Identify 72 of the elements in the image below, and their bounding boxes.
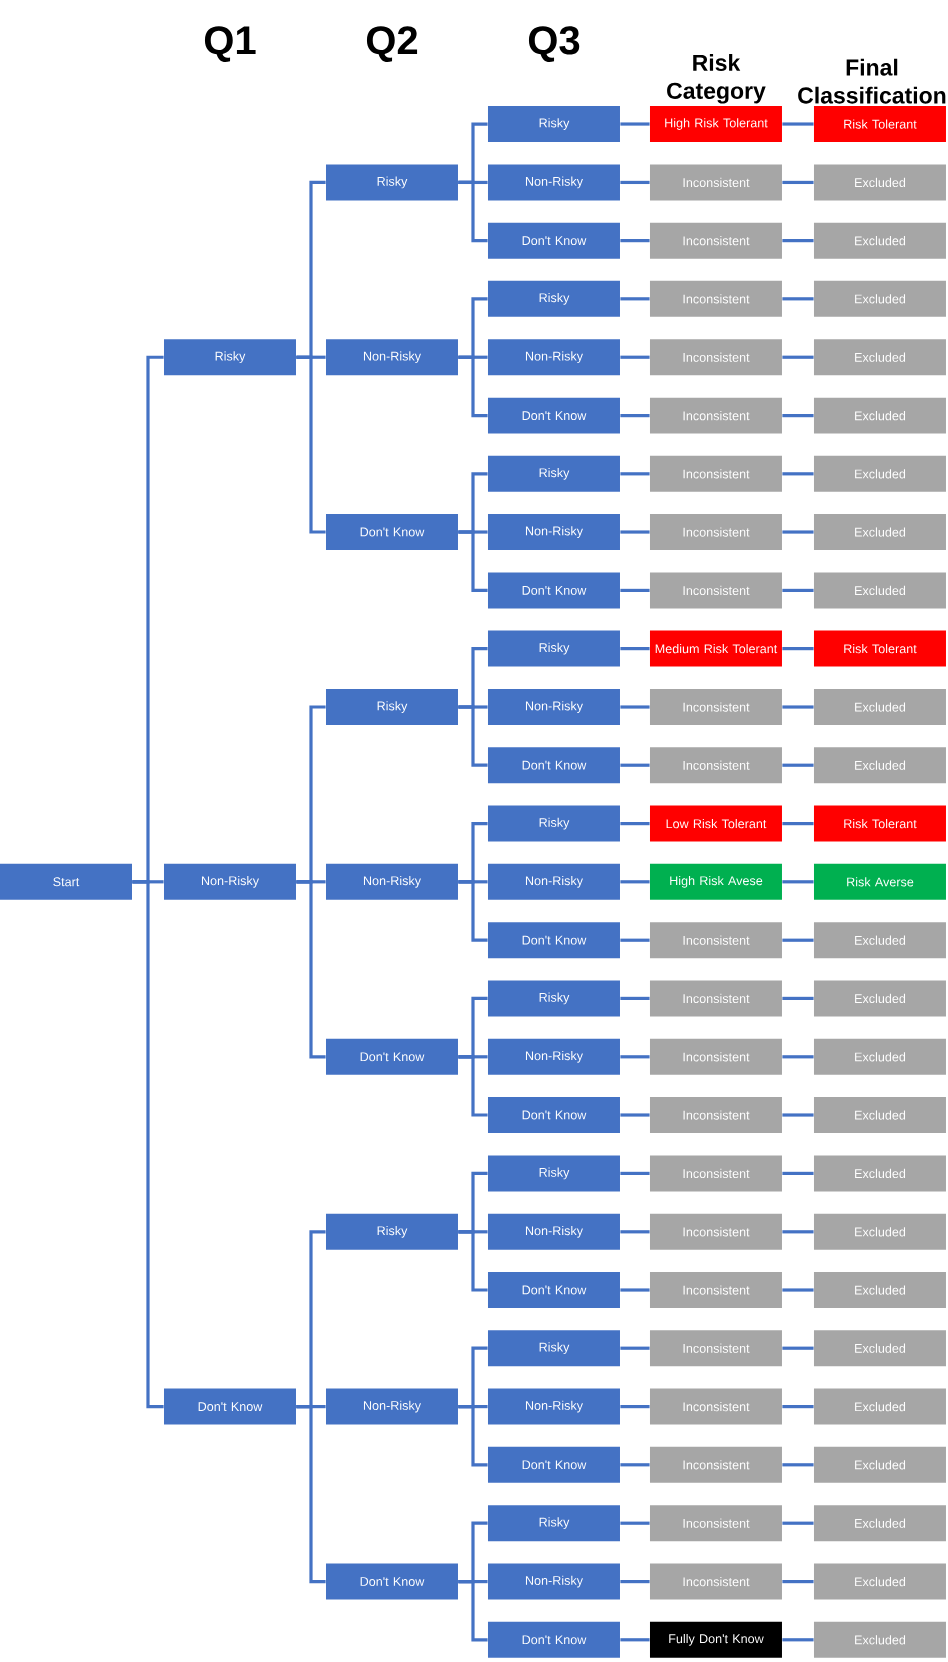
connector [782, 588, 814, 592]
connector [782, 1521, 814, 1525]
connector [620, 1638, 650, 1642]
column-header: Final Classification [798, 58, 946, 104]
connector [782, 763, 814, 767]
connector [620, 1230, 650, 1234]
connector [620, 297, 650, 301]
connector [782, 1113, 814, 1117]
connector [620, 530, 650, 534]
connector [782, 1580, 814, 1584]
connector [620, 1288, 650, 1292]
connector [782, 530, 814, 534]
connector [620, 239, 650, 243]
connector [620, 1113, 650, 1117]
connector [132, 880, 164, 1409]
connector [620, 1405, 650, 1409]
connector [620, 355, 650, 359]
connector [782, 472, 814, 476]
connector [782, 705, 814, 709]
connector [782, 180, 814, 185]
connector [620, 1580, 650, 1584]
connector [620, 1171, 650, 1175]
column-header: Q1 [204, 26, 256, 62]
connector [620, 180, 650, 185]
connector [458, 1230, 488, 1292]
connector [782, 647, 814, 651]
connector [782, 1055, 814, 1059]
column-header: Q2 [366, 26, 418, 62]
connector [458, 530, 488, 592]
connector [620, 705, 650, 709]
connector [620, 414, 650, 418]
connector [782, 1346, 814, 1350]
connector [620, 1055, 650, 1059]
connector [620, 880, 650, 884]
connector [620, 1463, 650, 1467]
column-header: Risk Category [667, 54, 766, 104]
connector [620, 122, 650, 126]
connector [782, 880, 814, 884]
connector [620, 588, 650, 592]
connector [458, 355, 488, 418]
connector [458, 1055, 488, 1117]
connector [296, 880, 326, 1059]
connector [782, 122, 814, 126]
connector [782, 1171, 814, 1175]
connector [620, 1346, 650, 1350]
connector [620, 1521, 650, 1525]
connector [620, 763, 650, 767]
connector [458, 880, 488, 942]
connector [458, 1405, 488, 1467]
connector [782, 1463, 814, 1467]
connector [458, 705, 488, 767]
column-header: Q3 [528, 26, 580, 62]
connector [620, 822, 650, 826]
connector [620, 938, 650, 942]
connector [782, 1638, 814, 1642]
connector [296, 355, 326, 534]
connector [782, 1405, 814, 1409]
connector [782, 996, 814, 1000]
connector [782, 1288, 814, 1292]
connector [782, 297, 814, 301]
connector [620, 647, 650, 651]
connector [782, 355, 814, 359]
connector [620, 472, 650, 476]
connector [782, 239, 814, 243]
connector [782, 414, 814, 418]
connector [620, 996, 650, 1000]
connector [782, 822, 814, 826]
connector [782, 1230, 814, 1234]
connector [296, 1405, 326, 1584]
connector [458, 180, 488, 243]
connector [782, 938, 814, 942]
connector [458, 1580, 488, 1642]
